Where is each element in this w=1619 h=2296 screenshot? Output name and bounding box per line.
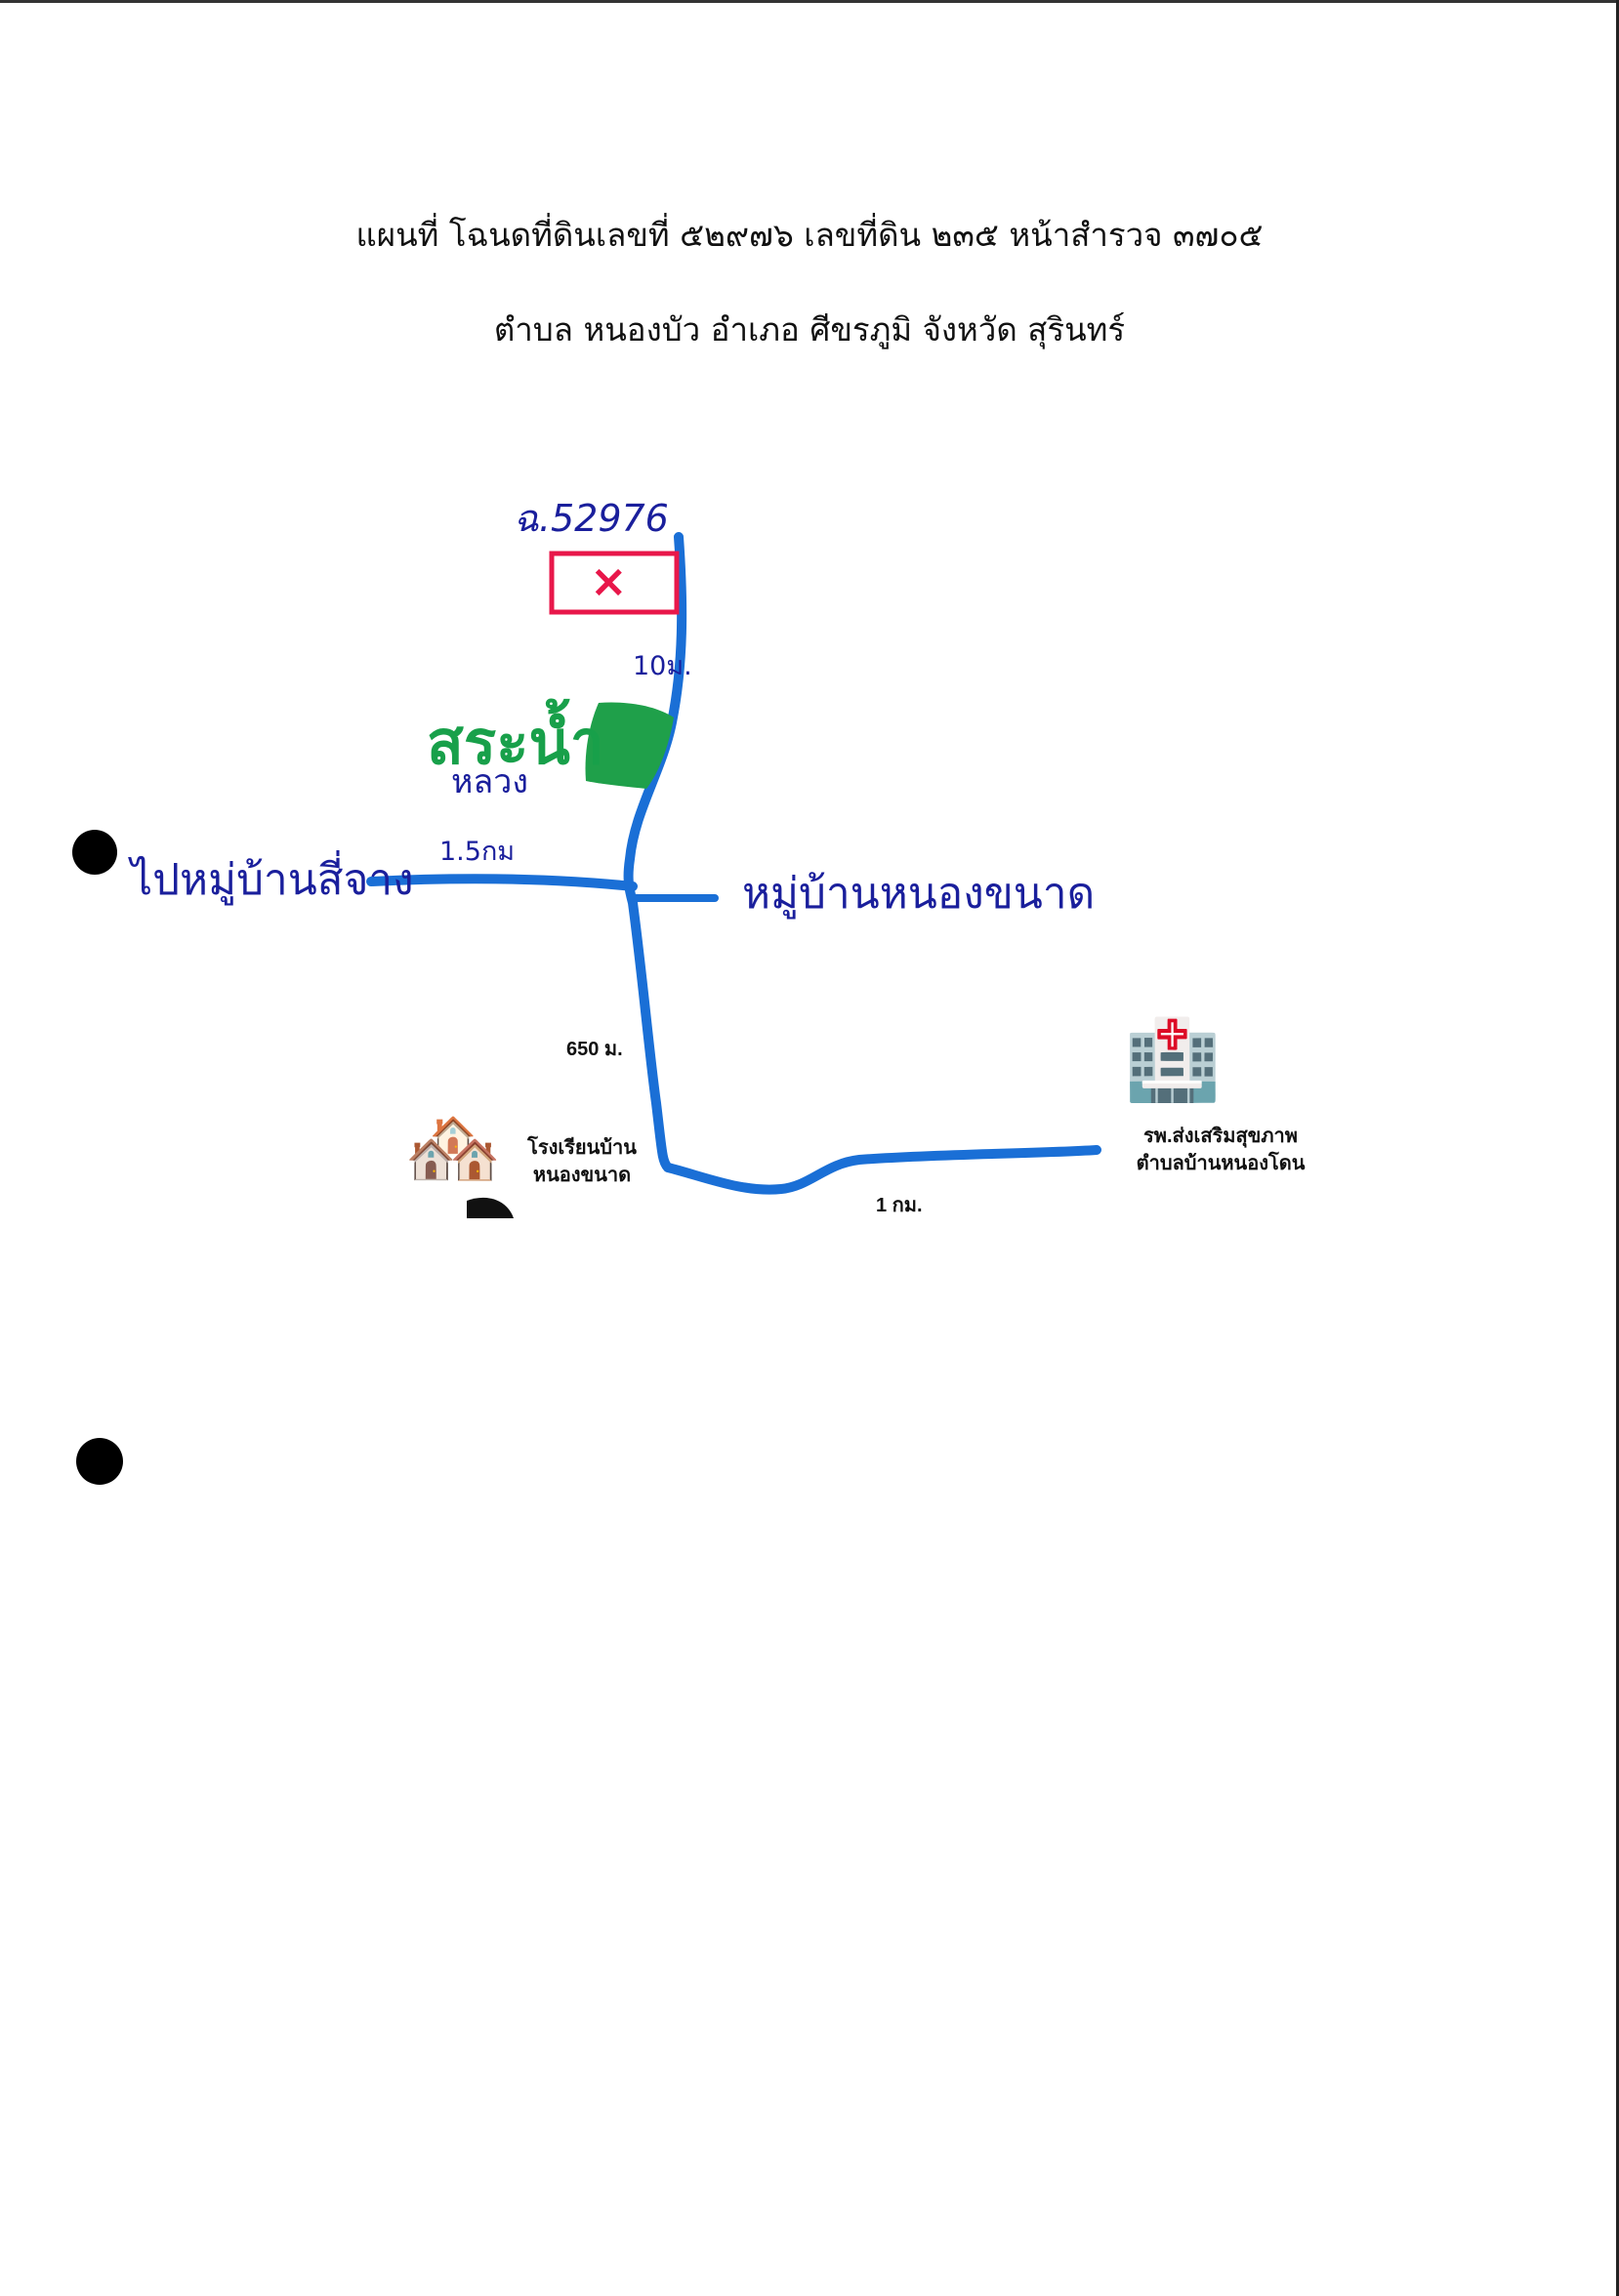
east-destination-label: หมู่บ้านหนองขนาด [742, 869, 1096, 919]
pond-label: สระน้ำ [427, 707, 604, 778]
document-title: แผนที่ โฉนดที่ดินเลขที่ ๕๒๙๗๖ เลขที่ดิน … [355, 216, 1264, 254]
school-name-line1: โรงเรียนบ้าน [527, 1137, 637, 1159]
hospital-name-line2: ตำบลบ้านหนองโดน [1136, 1153, 1306, 1174]
pond-shape [585, 702, 674, 789]
punch-hole-upper [72, 830, 117, 875]
scan-edge-right [1616, 0, 1619, 2296]
punch-hole-lower [76, 1438, 123, 1485]
south-road-distance-label: 650 ม. [566, 1039, 623, 1060]
pond-label-sub: หลวง [451, 762, 528, 801]
road-main-north-south [623, 532, 687, 1172]
west-road-distance-label: 1.5กม [439, 837, 516, 867]
hospital-icon: 🏥 [1124, 1014, 1222, 1105]
school-label: โรงเรียนบ้าน หนองขนาด [523, 1134, 641, 1189]
road-south-east [663, 1145, 1101, 1195]
school-path-shape [467, 1197, 514, 1218]
east-road-distance-label: 1 กม. [876, 1195, 923, 1216]
west-destination-label: ไปหมู่บ้านสี่จาง [131, 855, 414, 905]
plot-distance-label: 10ม. [633, 651, 692, 681]
land-plot-boundary [549, 551, 680, 615]
document-subtitle-location: ตำบล หนองบัว อำเภอ ศีขรภูมิ จังหวัด สุริ… [493, 310, 1126, 348]
hospital-name-line1: รพ.ส่งเสริมสุขภาพ [1143, 1126, 1298, 1147]
plot-cross-mark: × [590, 554, 628, 607]
houses-icon: 🏘️ [404, 1102, 502, 1193]
deed-number-label: ฉ.52976 [514, 497, 669, 540]
school-name-line2: หนองขนาด [532, 1165, 632, 1186]
road-west [366, 874, 638, 891]
hospital-label: รพ.ส่งเสริมสุขภาพ ตำบลบ้านหนองโดน [1123, 1123, 1318, 1177]
scan-edge-top [0, 0, 1619, 3]
